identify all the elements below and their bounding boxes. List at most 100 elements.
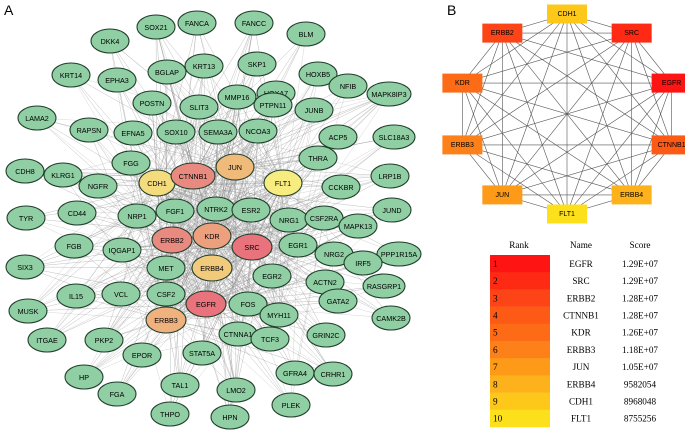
node-cckbr: CCKBR [321,174,361,200]
node-vcl: VCL [101,281,141,307]
node-label: SIX3 [17,263,33,272]
network-edge [165,267,334,375]
node-ellipse [328,73,368,99]
network-edge [205,300,339,305]
node-ellipse [338,213,378,239]
node-itgae: ITGAE [27,327,67,353]
name-cell: CTNNB1 [563,311,599,321]
network-edge [132,132,253,248]
node-label: NTRK2 [204,205,228,214]
network-edge [198,106,284,184]
node-ellipse [253,92,293,118]
network-edge [27,310,167,321]
node-label: NRG1 [279,216,299,225]
node-ellipse [366,81,412,107]
node-label: CDH8 [15,167,35,176]
node-ellipse [321,174,361,200]
node-label: CDH1 [147,179,167,188]
node-label: ERBB2 [160,236,184,245]
node-label: JUNB [305,106,324,115]
node-ctnna1: CTNNA1 [218,321,258,347]
node-label: TAL1 [172,381,189,390]
node-ellipse [97,381,137,407]
node-stat5a: STAT5A [182,340,222,366]
network-edge [234,166,327,336]
node-ellipse [5,254,45,280]
node-flt1: FLT1 [263,169,303,197]
node-hp: HP [64,364,104,390]
node-rapsn: RAPSN [69,117,109,143]
node-fgf1: FGF1 [155,198,195,224]
node-label: GRIN2C [312,331,339,340]
node-ellipse [54,233,94,259]
network-edge [116,79,167,321]
network-edge [88,129,173,241]
node-label: NRG2 [324,250,344,259]
node-egr2: EGR2 [252,263,292,289]
node-myh11: MYH11 [259,302,299,328]
node-label: GFRA4 [283,369,307,378]
node-ellipse [117,203,157,229]
node-thra: THRA [298,145,338,171]
node-label: THRA [308,154,328,163]
node-ellipse [372,197,412,223]
node-ellipse [8,298,48,324]
node-ellipse [17,105,57,131]
network-edge [294,217,325,374]
name-cell: ERBB2 [567,293,596,303]
node-ellipse [182,340,222,366]
node-ellipse [57,200,97,226]
node-ellipse [271,392,311,418]
node-plek: PLEK [271,392,311,418]
rank-color-bar [490,272,550,290]
node-ellipse [217,84,257,110]
score-cell: 1.29E+07 [622,276,658,286]
node-label: SOX10 [164,128,187,137]
node-ellipse [259,302,299,328]
node-label: KDR [204,232,219,241]
hub-node-box [547,4,587,24]
node-label: POSTN [140,99,165,108]
node-label: CTNNA1 [224,330,253,339]
node-ellipse [362,273,406,299]
hub-edge [502,32,672,146]
hub-edge [462,82,632,196]
hub-edge [502,32,672,84]
node-musk: MUSK [8,298,48,324]
node-label: FLT1 [275,179,291,188]
node-slit3: SLIT3 [179,94,219,120]
node-label: SLC18A3 [379,133,410,142]
node-label: EPHA3 [105,76,129,85]
node-six3: SIX3 [5,254,45,280]
node-fanca: FANCA [177,10,217,36]
node-label: SKP1 [248,60,266,69]
score-cell: 8755256 [624,414,657,424]
node-label: DKK4 [101,37,120,46]
node-label: ERBB4 [200,264,224,273]
hub-node-label: SRC [624,30,639,37]
node-mmp16: MMP16 [217,84,257,110]
node-label: STAT5A [189,349,215,358]
node-klrg1: KLRG1 [43,162,83,188]
node-ellipse [263,169,303,197]
node-label: NRP1 [127,212,146,221]
node-ellipse [64,364,104,390]
node-gata2: GATA2 [318,288,358,314]
node-label: BLM [299,30,314,39]
network-edge [156,182,213,269]
hub-edge [462,144,632,196]
network-edge [271,275,334,375]
network-edge [155,26,284,184]
table-header-name: Name [570,240,592,250]
node-il15: IL15 [56,283,96,309]
node-label: JUND [382,206,401,215]
node-postn: POSTN [132,90,172,116]
node-label: MET [158,264,174,273]
network-edge [166,71,236,168]
node-krt14: KRT14 [51,62,91,88]
node-ellipse [215,153,255,181]
